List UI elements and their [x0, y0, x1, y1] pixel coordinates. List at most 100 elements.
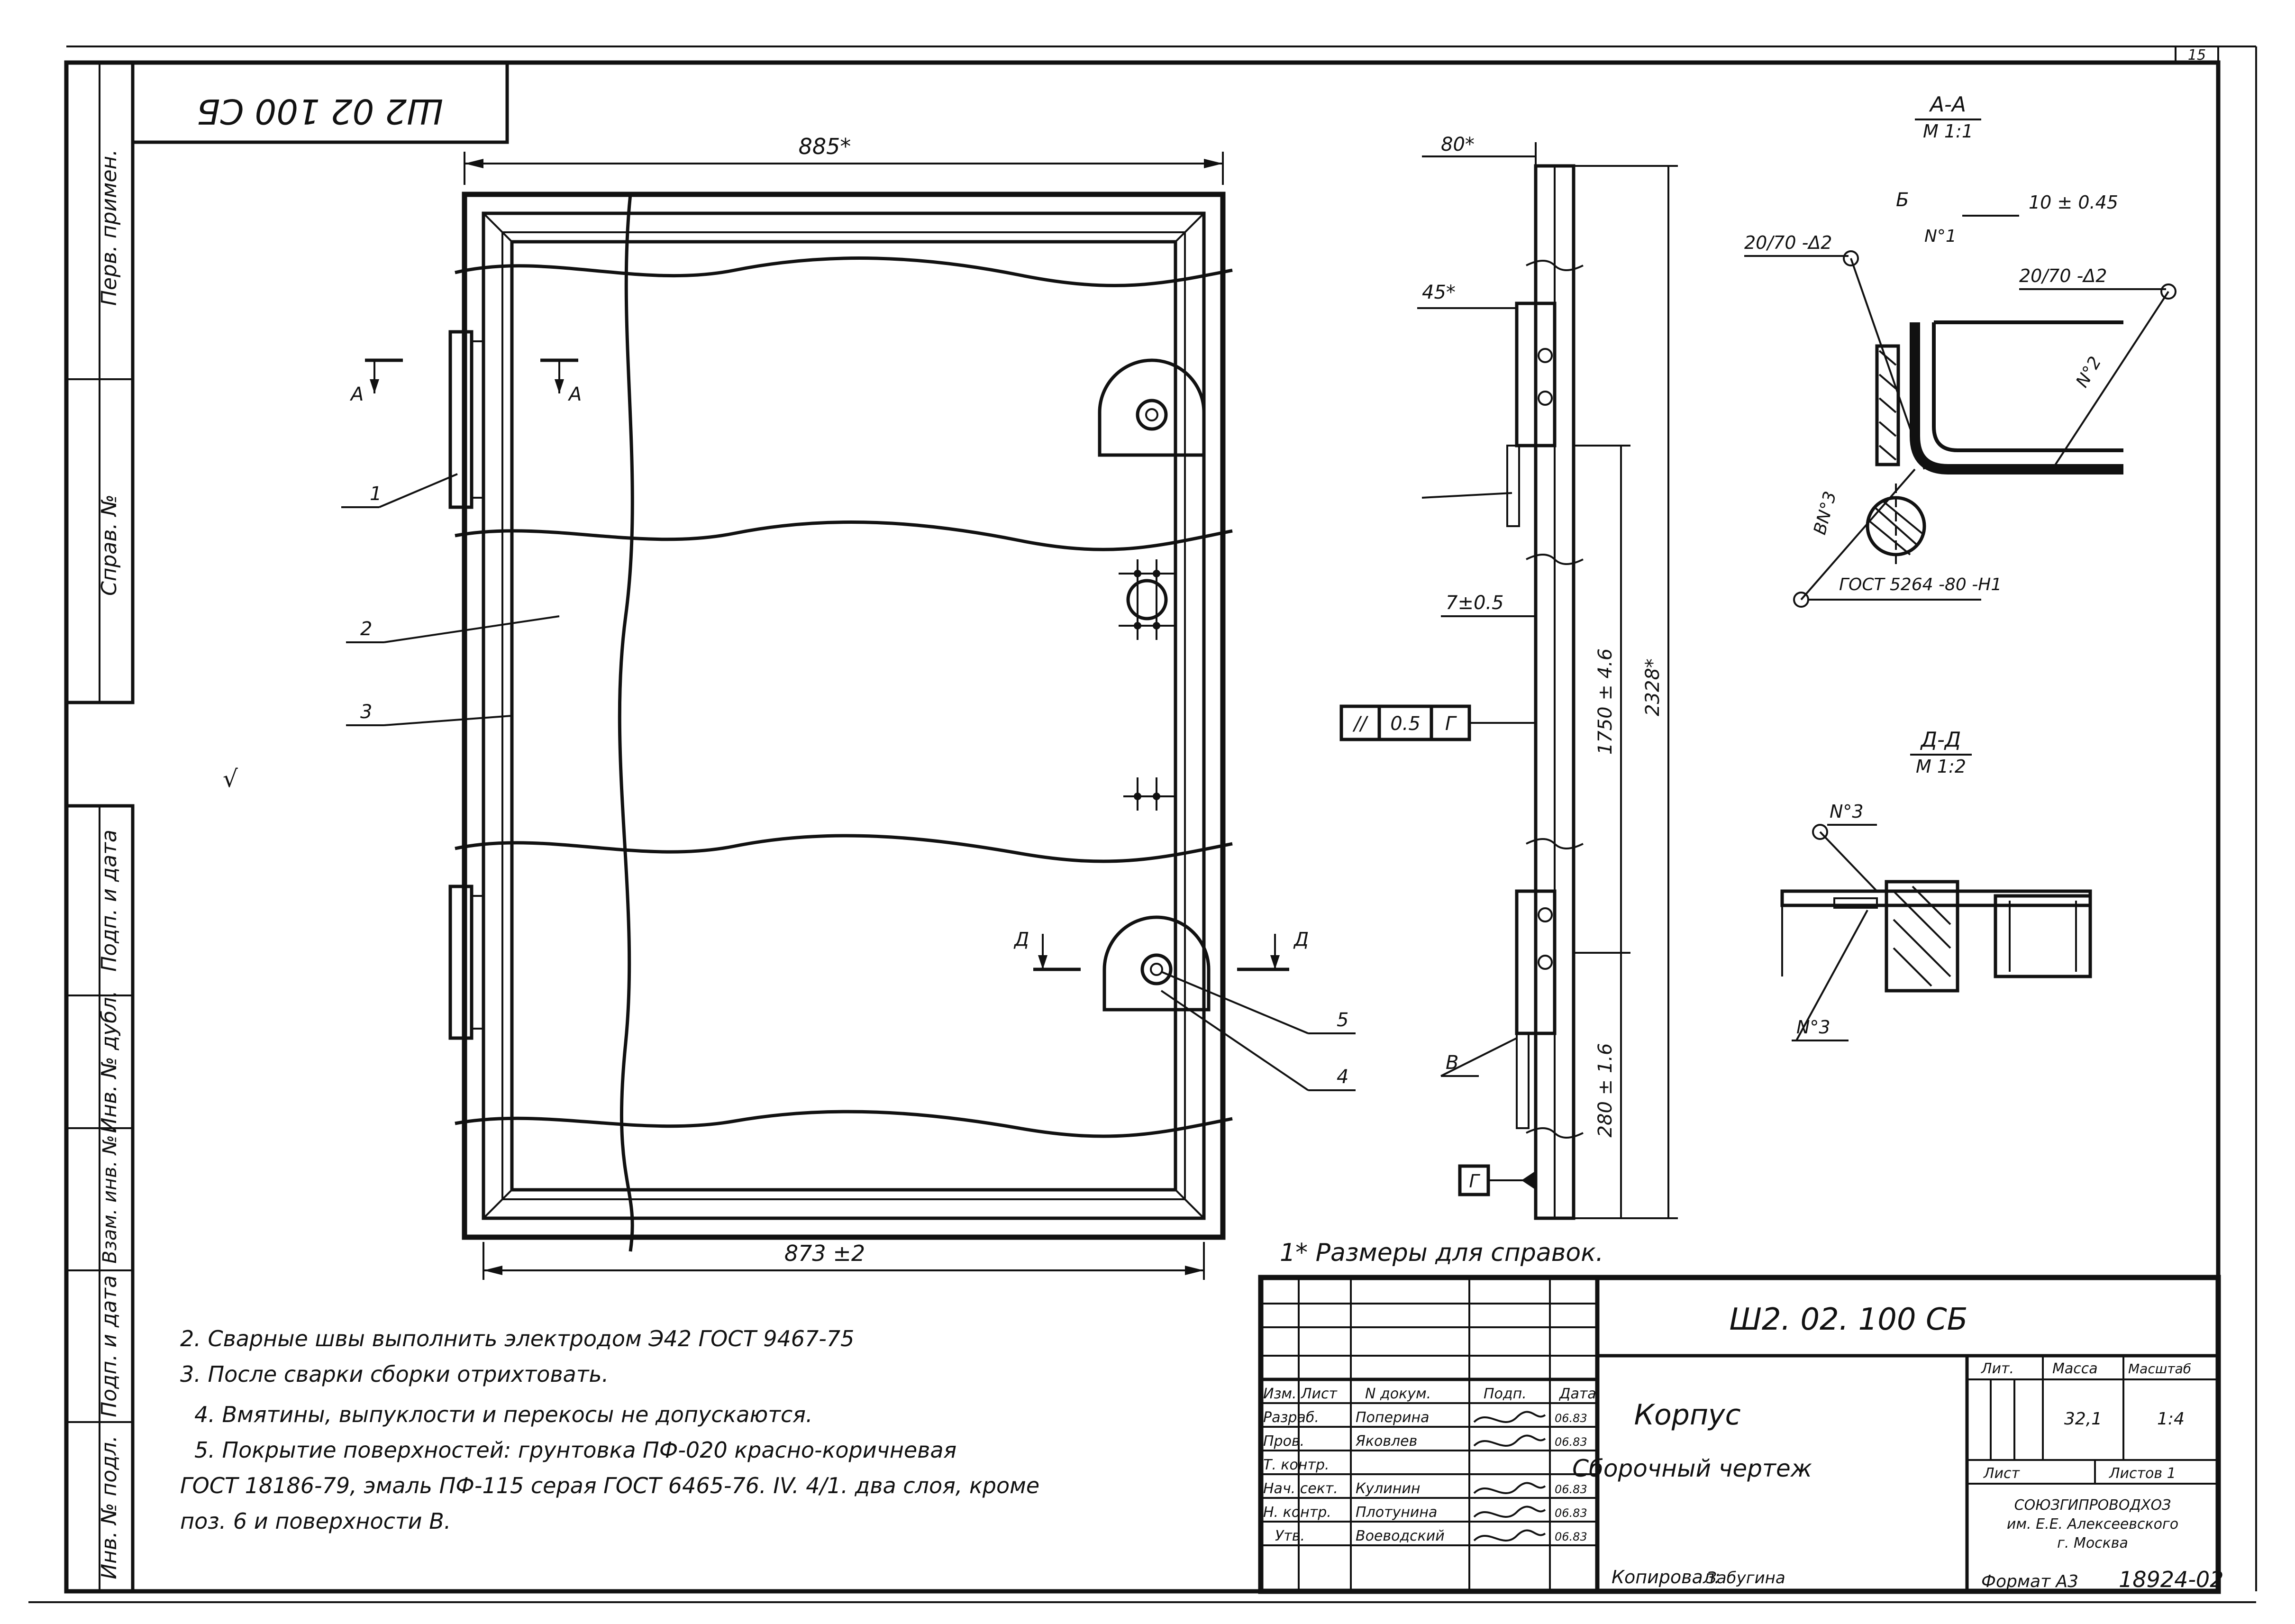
mass-value: 32,1: [2064, 1409, 2102, 1429]
roughness-mark: √: [223, 765, 238, 793]
section-a-left: А: [349, 383, 364, 405]
notes-block: 1* Размеры для справок. 2. Сварные швы в…: [180, 1239, 1603, 1534]
lit-label: Лит.: [1981, 1360, 2014, 1377]
n3-bottom: N°3: [1796, 1017, 1831, 1038]
note-5-cont: ГОСТ 18186-79, эмаль ПФ-115 серая ГОСТ 6…: [180, 1473, 1039, 1498]
dim-7: 7±0.5: [1446, 592, 1504, 614]
side-label-sprav: Справ. №: [97, 494, 121, 596]
side-label-perv-primen: Перв. примен.: [97, 149, 121, 306]
tol-symbol: //: [1353, 713, 1369, 735]
role-1-name: Яковлев: [1355, 1433, 1417, 1450]
section-a-right: А: [567, 383, 582, 405]
sheet-label: Лист: [1983, 1465, 2021, 1482]
n3-label: ВN°3: [1810, 489, 1840, 537]
dim-280: 280 ± 1.6: [1594, 1043, 1616, 1138]
dim-1750: 1750 ± 4.6: [1594, 648, 1616, 755]
datum-g: Г: [1469, 1171, 1480, 1192]
leader-2: 2: [360, 618, 372, 640]
title-block: Изм. Лист N докум. Подп. Дата Разраб. По…: [1258, 1275, 2221, 1594]
section-aa-scale: М 1:1: [1923, 121, 1973, 142]
side-columns: Перв. примен. Справ. № Подп. и дата Инв.…: [64, 61, 135, 1593]
role-5-name: Воеводский: [1356, 1528, 1445, 1544]
role-3: Нач. сект.: [1263, 1480, 1338, 1497]
role-0: Разраб.: [1263, 1409, 1319, 1426]
role-3-name: Кулинин: [1356, 1480, 1420, 1497]
tol-value: 0.5: [1390, 713, 1421, 735]
col-list: Лист: [1301, 1386, 1338, 1402]
weld-right: 20/70 -Δ2: [2019, 265, 2107, 286]
note-4: 4. Вмятины, выпуклости и перекосы не доп…: [194, 1402, 813, 1427]
dim-10: 10 ± 0.45: [2029, 192, 2118, 213]
side-label-podp-data-2: Подп. и дата: [97, 1275, 121, 1417]
n1-label: N°1: [1924, 227, 1957, 246]
top-left-stamp: Ш2 02 100 СБ: [131, 61, 509, 144]
col-podp: Подп.: [1484, 1386, 1527, 1402]
n3-top: N°3: [1830, 801, 1864, 822]
dim-80: 80*: [1441, 134, 1475, 155]
org-line-2: им. Е.Е. Алексеевского: [2007, 1516, 2178, 1533]
org-line-1: СОЮЗГИПРОВОДХОЗ: [2014, 1497, 2171, 1514]
leader-1: 1: [370, 483, 382, 505]
side-label-inv-podl: Инв. № подл.: [97, 1435, 121, 1579]
role-4: Н. контр.: [1263, 1504, 1331, 1521]
note-2: 2. Сварные швы выполнить электродом Э42 …: [180, 1326, 854, 1351]
note-3: 3. После сварки сборки отрихтовать.: [180, 1361, 609, 1387]
dim-45: 45*: [1422, 282, 1456, 303]
role-3-date: 06.83: [1555, 1483, 1587, 1496]
leader-3: 3: [360, 701, 372, 723]
front-view: 885* 873 ±2 А А Д Д 1 2 3: [223, 134, 1356, 1280]
side-view: 80* 45* 7±0.5 1750 ± 4.6 2328* 280 ± 1.6…: [1339, 134, 1678, 1220]
leader-4: 4: [1337, 1066, 1348, 1088]
doc-type: Сборочный чертеж: [1572, 1455, 1812, 1482]
section-dd: Д-Д М 1:2 N°3 N°3: [1780, 728, 2092, 1041]
role-0-date: 06.83: [1555, 1412, 1587, 1425]
product-name: Корпус: [1634, 1398, 1740, 1432]
col-izm: Изм.: [1263, 1386, 1297, 1402]
leader-5: 5: [1337, 1009, 1348, 1031]
copier-name: Забугина: [1706, 1569, 1785, 1588]
role-0-name: Поперина: [1356, 1409, 1430, 1426]
stamp-designation: Ш2 02 100 СБ: [197, 91, 443, 131]
sheets-label: Листов 1: [2109, 1465, 2176, 1482]
format-label: Формат А3: [1981, 1572, 2078, 1591]
tol-datum: Г: [1445, 713, 1457, 735]
scale-value: 1:4: [2157, 1409, 2185, 1429]
designation: Ш2. 02. 100 СБ: [1729, 1302, 1967, 1337]
role-4-date: 06.83: [1555, 1506, 1587, 1520]
weld-left: 20/70 -Δ2: [1744, 232, 1832, 253]
col-n-dokum: N докум.: [1365, 1386, 1431, 1402]
note-5: 5. Покрытие поверхностей: грунтовка ПФ-0…: [194, 1437, 956, 1463]
section-dd-title: Д-Д: [1920, 728, 1961, 752]
side-label-vzam-inv: Взам. инв. №: [99, 1135, 121, 1264]
role-5: Утв.: [1275, 1528, 1305, 1544]
role-1: Пров.: [1263, 1433, 1304, 1450]
sheet-number: 15: [2188, 47, 2206, 64]
n2-label: N°2: [2072, 353, 2105, 391]
mass-label: Масса: [2052, 1360, 2098, 1377]
role-1-date: 06.83: [1555, 1435, 1587, 1449]
section-dd-scale: М 1:2: [1916, 756, 1966, 777]
gost-weld: ГОСТ 5264 -80 -Н1: [1839, 575, 2002, 594]
dim-width-bottom: 873 ±2: [784, 1241, 865, 1266]
scale-label: Масштаб: [2128, 1361, 2191, 1377]
dim-width-top: 885*: [799, 134, 851, 159]
section-d-left: Д: [1013, 929, 1029, 950]
bottom-strip: Копировал: Забугина Формат А3 18924-02: [1612, 1567, 2223, 1592]
section-d-right: Д: [1293, 929, 1309, 950]
copied-label: Копировал:: [1612, 1567, 1721, 1588]
reference-note: 1* Размеры для справок.: [1280, 1239, 1603, 1267]
archive-number: 18924-02: [2119, 1567, 2223, 1592]
role-5-date: 06.83: [1555, 1530, 1587, 1543]
col-data: Дата: [1558, 1386, 1596, 1402]
role-2: Т. контр.: [1263, 1457, 1330, 1473]
section-aa: А-А М 1:1 Б 10 ± 0.45 20/70 -Δ2 20/70 -Δ…: [1744, 92, 2177, 608]
dim-2328: 2328*: [1642, 658, 1664, 716]
side-label-inv-dubl: Инв. № дубл.: [97, 990, 121, 1133]
org-line-3: г. Москва: [2057, 1535, 2128, 1551]
label-v: В: [1446, 1052, 1458, 1074]
label-b: Б: [1896, 189, 1909, 211]
section-aa-title: А-А: [1929, 92, 1966, 117]
side-label-podp-data-1: Подп. и дата: [97, 830, 121, 972]
role-4-name: Плотунина: [1356, 1504, 1437, 1521]
